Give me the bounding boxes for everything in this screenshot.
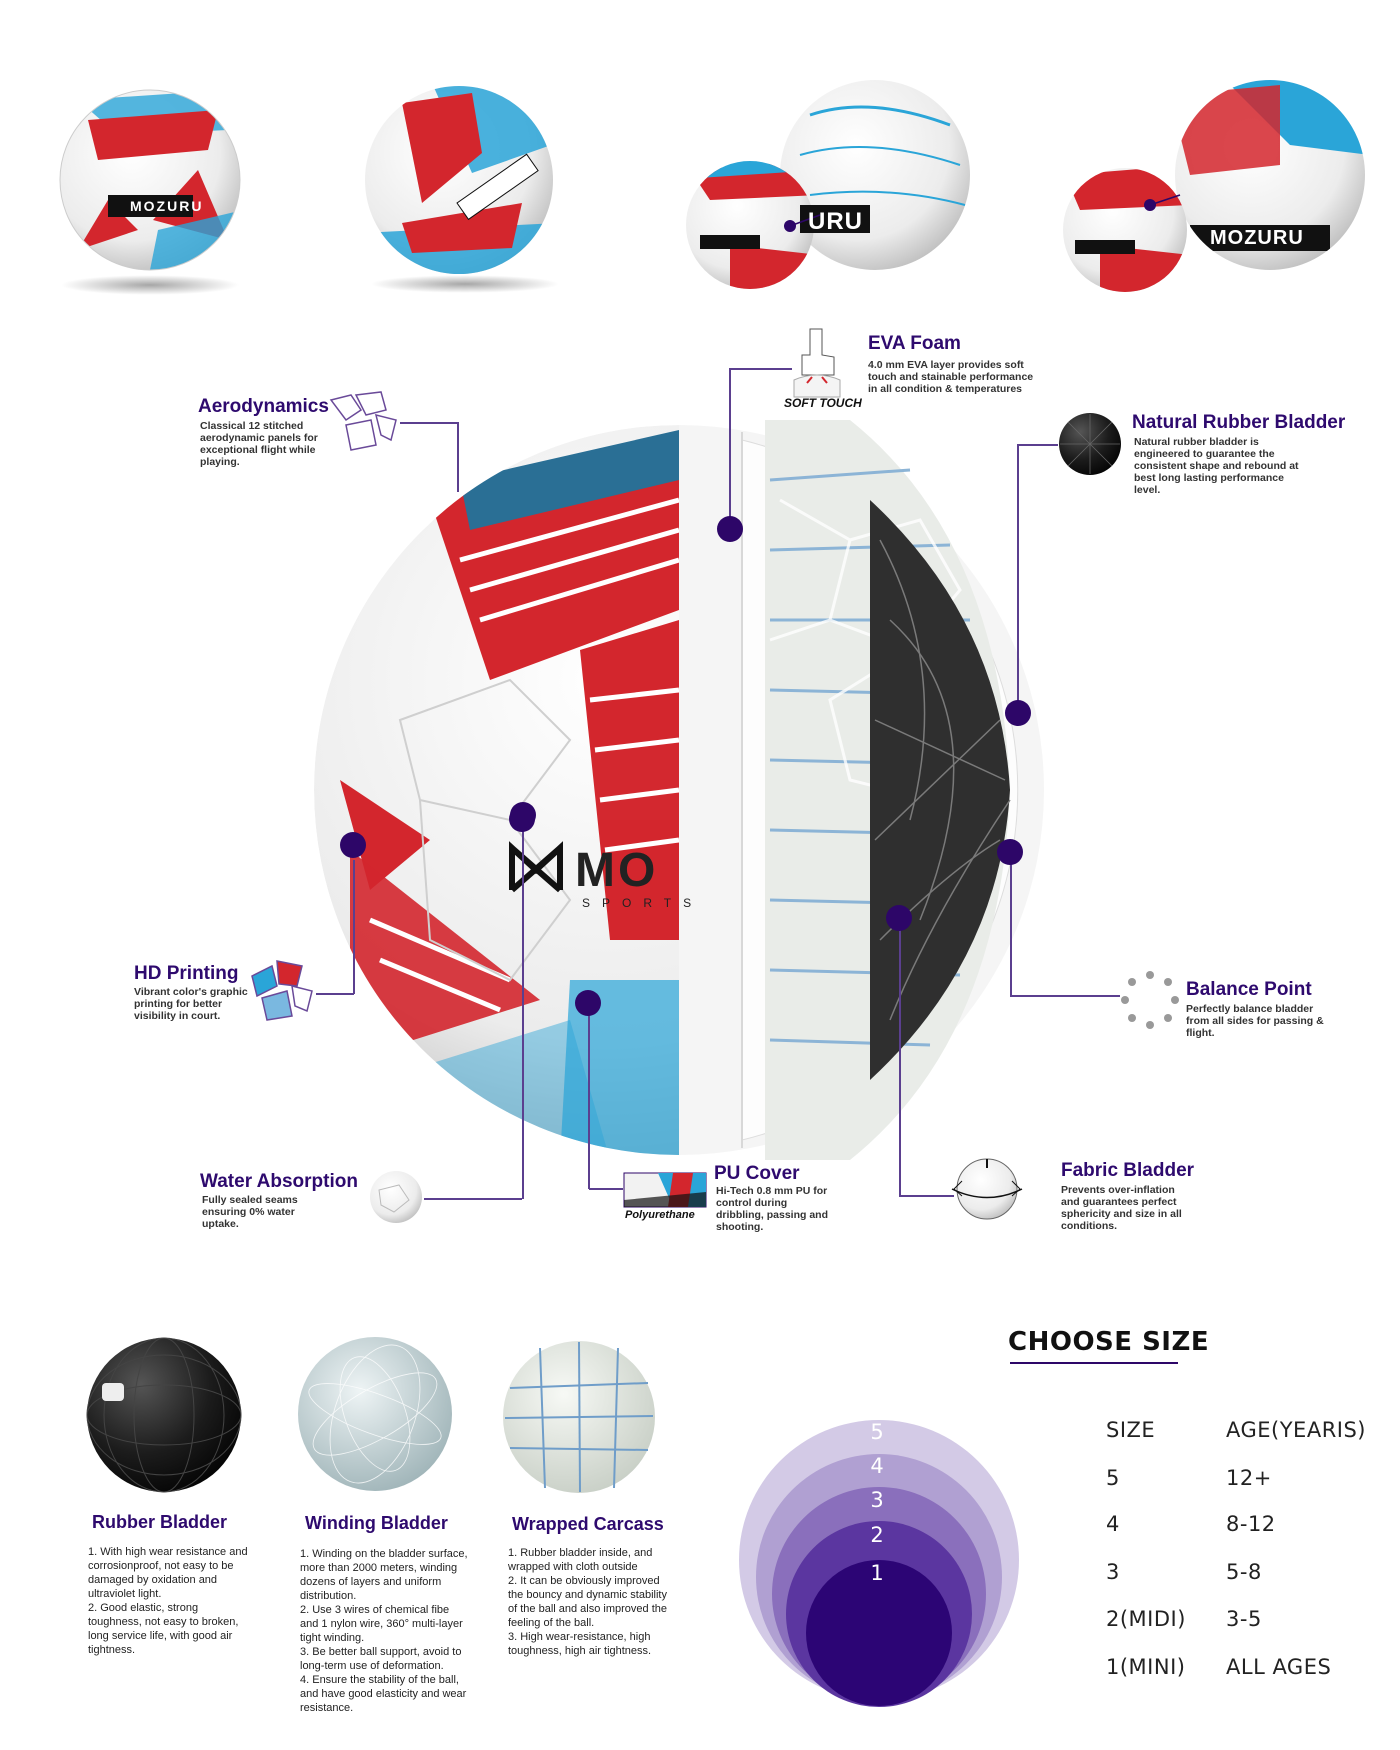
cover-marker[interactable]	[510, 802, 536, 828]
size-1-label: 1	[870, 1561, 884, 1585]
balance-point-marker[interactable]	[997, 839, 1023, 865]
soft-touch-label: SOFT TOUCH	[784, 396, 862, 410]
eva-foam-marker[interactable]	[717, 516, 743, 542]
winding-bladder-desc: 1. Winding on the bladder surface, more …	[300, 1548, 468, 1714]
age-cell: 12+	[1226, 1466, 1272, 1490]
rubber-bladder-desc: 1. With high wear resistance and corrosi…	[88, 1546, 248, 1656]
fabric-bladder-icon	[951, 1158, 1023, 1220]
print-panels-icon	[251, 960, 313, 1021]
size-1-circle[interactable]	[806, 1560, 952, 1706]
hd-printing-desc: Vibrant color's graphic printing for bet…	[134, 986, 248, 1022]
fabric-bladder-title: Fabric Bladder	[1061, 1160, 1195, 1181]
age-cell: 3-5	[1226, 1607, 1262, 1631]
hd-printing-marker[interactable]	[340, 832, 366, 858]
sealed-seam-icon	[370, 1171, 422, 1223]
wrapped-carcass-photo[interactable]	[500, 1338, 658, 1496]
age-cell: ALL AGES	[1226, 1655, 1332, 1679]
natural-rubber-desc: Natural rubber bladder is engineered to …	[1134, 436, 1299, 496]
water-absorption-title: Water Absorption	[200, 1171, 358, 1192]
age-header: AGE(YEARIS)	[1226, 1418, 1367, 1442]
polyurethane-label: Polyurethane	[625, 1209, 695, 1221]
ball-shadow	[370, 275, 560, 293]
size-cell: 2(MIDI)	[1106, 1607, 1186, 1631]
fabric-bladder-desc: Prevents over-inflation and guarantees p…	[1061, 1184, 1182, 1232]
logo-text: MOZURU	[130, 198, 204, 214]
size-cell: 1(MINI)	[1106, 1655, 1186, 1679]
panels-icon	[329, 391, 397, 451]
winding-bladder-photo[interactable]	[296, 1335, 454, 1493]
eva-foam-desc: 4.0 mm EVA layer provides soft touch and…	[868, 359, 1034, 395]
size-3-label: 3	[870, 1488, 884, 1512]
winding-bladder-title: Winding Bladder	[305, 1513, 448, 1533]
hd-printing-title: HD Printing	[134, 963, 239, 984]
logo-text-cut: MO	[575, 844, 659, 897]
size-2-label: 2	[870, 1523, 884, 1547]
water-absorption-desc: Fully sealed seams ensuring 0% water upt…	[202, 1194, 298, 1230]
pu-cover-desc: Hi-Tech 0.8 mm PU for control during dri…	[716, 1185, 829, 1233]
age-cell: 5-8	[1226, 1560, 1262, 1584]
logo-text: MOZURU	[1210, 227, 1304, 249]
rubber-bladder-photo[interactable]	[84, 1335, 244, 1495]
eva-foam-title: EVA Foam	[868, 333, 961, 354]
pu-cover-marker[interactable]	[575, 990, 601, 1016]
logo-mark	[508, 840, 564, 896]
natural-rubber-title: Natural Rubber Bladder	[1132, 412, 1346, 433]
ball-photo-size-compare[interactable]	[670, 75, 990, 300]
size-4-label: 4	[870, 1454, 884, 1478]
fabric-bladder-marker[interactable]	[886, 905, 912, 931]
size-header: SIZE	[1106, 1418, 1156, 1442]
balance-point-desc: Perfectly balance bladder from all sides…	[1186, 1003, 1324, 1039]
natural-rubber-marker[interactable]	[1005, 700, 1031, 726]
soft-touch-icon	[793, 328, 841, 398]
title-underline	[1010, 1362, 1178, 1364]
size-cell: 3	[1106, 1560, 1120, 1584]
balance-point-icon	[1121, 971, 1179, 1029]
ball-cutaway	[314, 420, 1044, 1160]
size-5-label: 5	[870, 1420, 884, 1444]
wrapped-carcass-title: Wrapped Carcass	[512, 1514, 664, 1534]
logo-tagline: SPORTS	[582, 896, 704, 910]
balance-point-title: Balance Point	[1186, 979, 1312, 1000]
ball-photo-front[interactable]	[58, 80, 243, 280]
ball-photo-size-compare-2[interactable]	[1040, 75, 1370, 300]
logo-text-cut: URU	[808, 208, 863, 235]
wrapped-carcass-desc: 1. Rubber bladder inside, and wrapped wi…	[508, 1547, 667, 1657]
size-cell: 4	[1106, 1512, 1120, 1536]
rubber-bladder-icon	[1059, 413, 1121, 475]
aerodynamics-desc: Classical 12 stitched aerodynamic panels…	[200, 420, 318, 468]
size-chart-title: CHOOSE SIZE	[1008, 1327, 1210, 1357]
polyurethane-icon	[623, 1172, 707, 1208]
rubber-bladder-title: Rubber Bladder	[92, 1512, 228, 1532]
age-cell: 8-12	[1226, 1512, 1276, 1536]
aerodynamics-title: Aerodynamics	[198, 396, 329, 417]
pu-cover-title: PU Cover	[714, 1163, 800, 1184]
ball-photo-side[interactable]	[362, 83, 557, 278]
size-cell: 5	[1106, 1466, 1120, 1490]
ball-shadow	[60, 275, 240, 295]
